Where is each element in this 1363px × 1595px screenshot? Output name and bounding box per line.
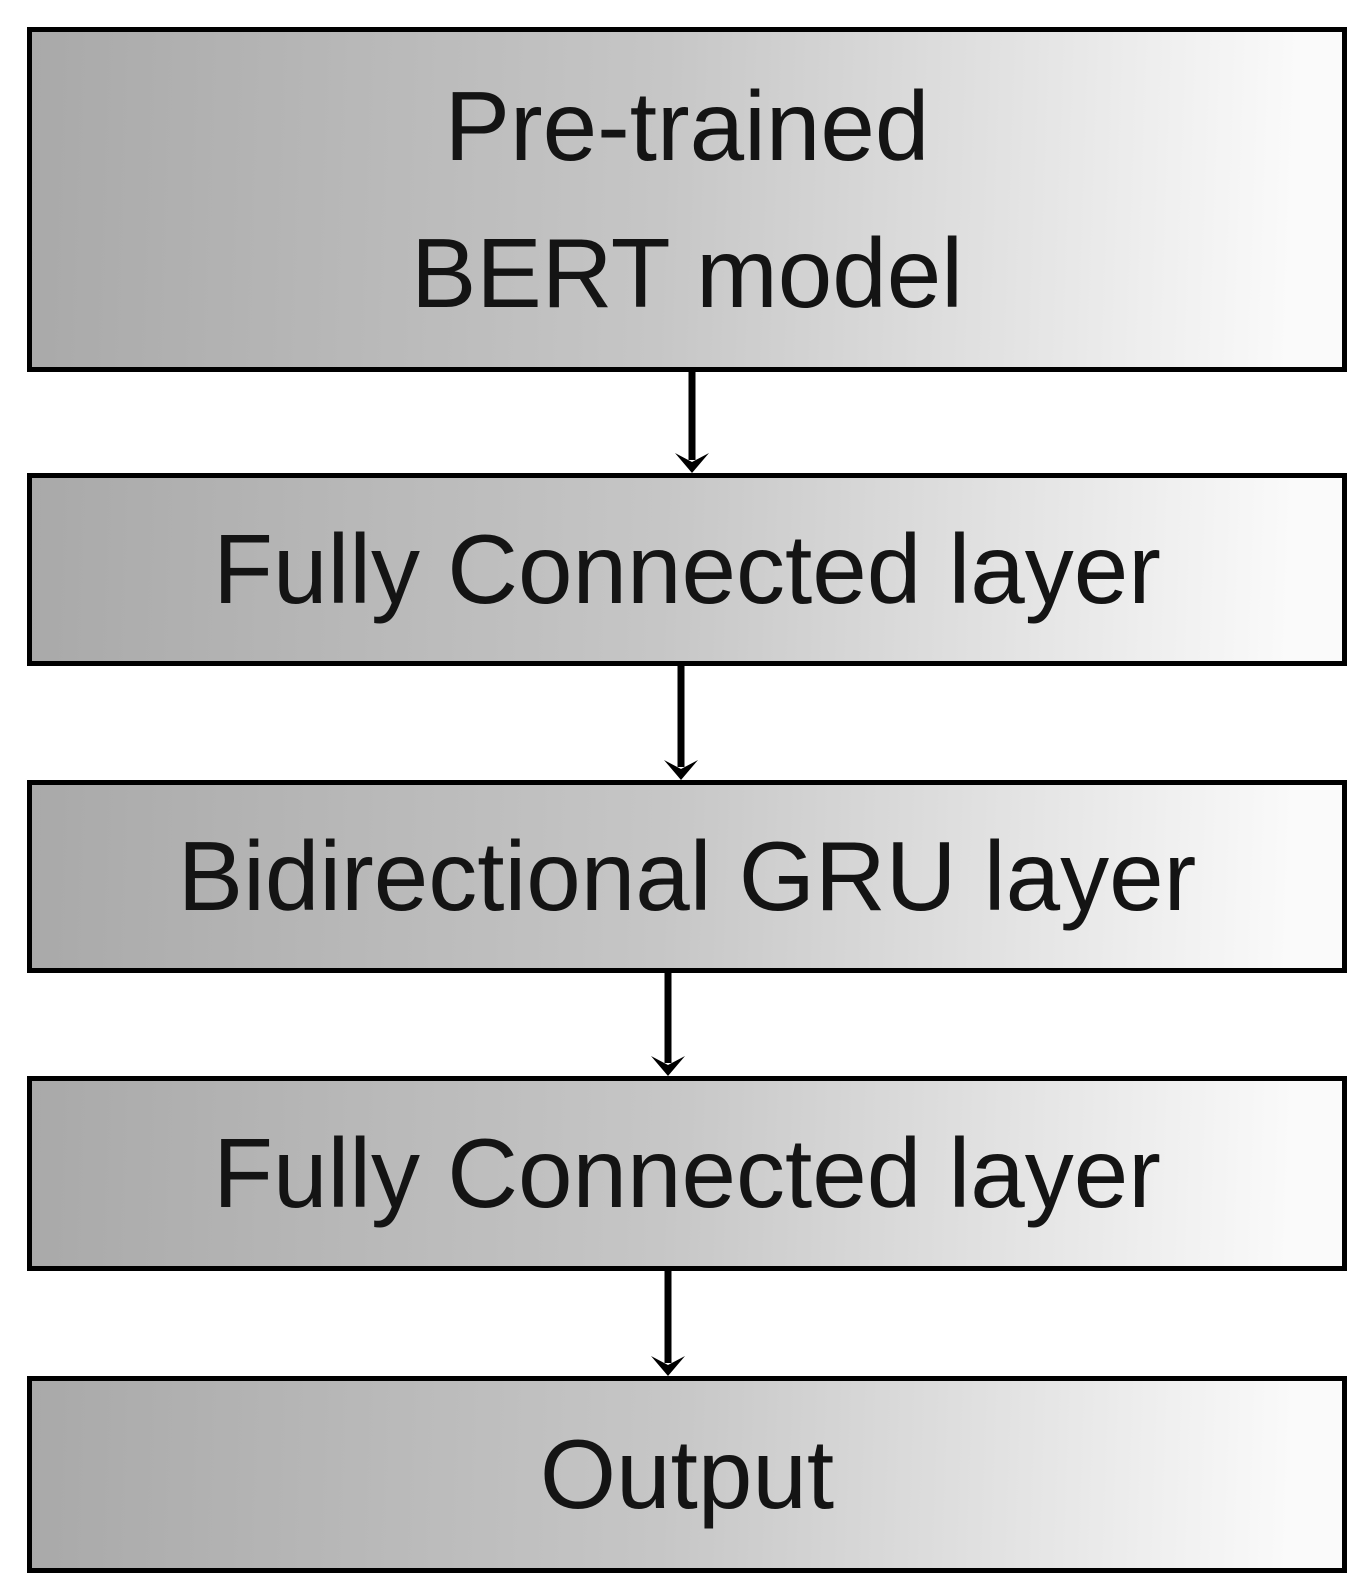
node-label-line: Fully Connected layer [213, 1118, 1161, 1228]
down-arrow-icon [675, 372, 709, 473]
node-label-line: Output [539, 1419, 835, 1529]
node-label-line: Fully Connected layer [213, 514, 1161, 624]
node-pretrained-bert-model: Pre-trained BERT model [27, 27, 1347, 372]
down-arrow-icon [651, 1271, 685, 1376]
node-fully-connected-layer-1: Fully Connected layer [27, 473, 1347, 666]
node-output: Output [27, 1376, 1347, 1573]
down-arrow-icon [651, 973, 685, 1076]
node-bidirectional-gru-layer: Bidirectional GRU layer [27, 780, 1347, 973]
node-fully-connected-layer-2: Fully Connected layer [27, 1076, 1347, 1271]
node-label-line: Bidirectional GRU layer [177, 821, 1197, 931]
node-label-line: BERT model [411, 217, 963, 328]
down-arrow-icon [664, 666, 698, 780]
node-label-line: Pre-trained [444, 70, 930, 181]
